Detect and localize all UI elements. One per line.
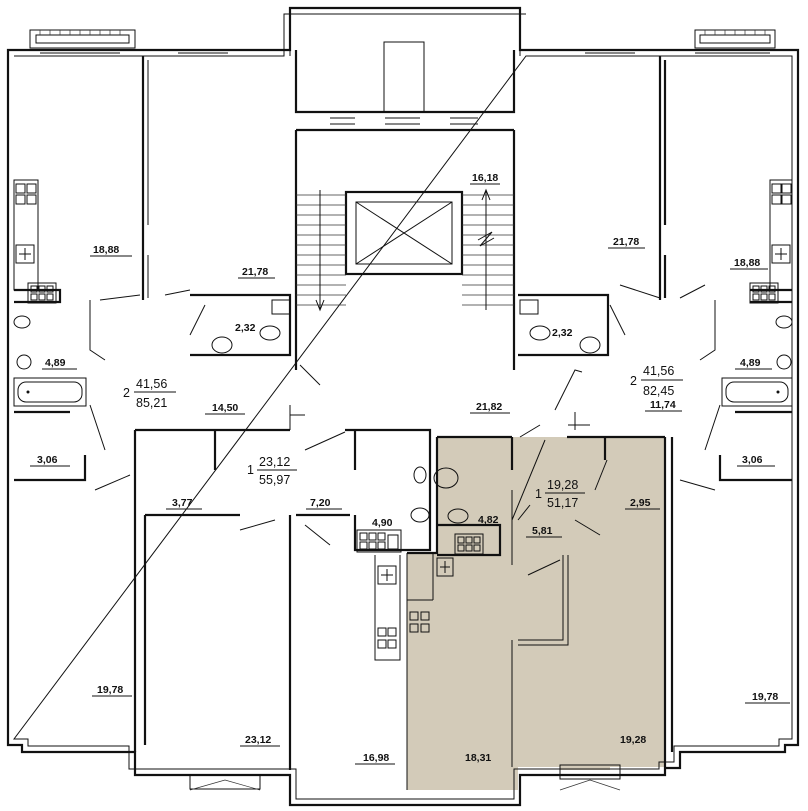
area-label: 2,95 <box>630 497 651 509</box>
apartment-summary-right: 2 41,56 82,45 <box>630 364 683 398</box>
apartment-living-area: 23,12 <box>259 455 290 469</box>
area-label: 21,82 <box>476 401 502 413</box>
apartment-summary-center-left: 1 23,12 55,97 <box>247 455 297 487</box>
apartment-living-area: 41,56 <box>136 377 167 391</box>
right-kitchen <box>749 179 793 304</box>
apartment-total-area: 51,17 <box>547 496 578 510</box>
left-bathroom <box>13 299 291 407</box>
apartment-total-area: 85,21 <box>136 396 167 410</box>
area-label: 4,90 <box>372 517 393 529</box>
area-label: 23,12 <box>245 734 271 746</box>
area-label: 21,78 <box>613 236 639 248</box>
area-label: 14,50 <box>212 402 238 414</box>
area-label: 3,06 <box>742 454 763 466</box>
left-apartment-walls <box>14 56 321 752</box>
area-label: 4,89 <box>45 357 66 369</box>
apartment-living-area: 41,56 <box>643 364 674 378</box>
area-label: 16,98 <box>363 752 389 764</box>
area-label: 2,32 <box>235 322 256 334</box>
apartment-summary-left: 2 41,56 85,21 <box>123 377 176 410</box>
area-label: 3,77 <box>172 497 193 509</box>
area-label: 18,31 <box>465 752 491 764</box>
apartment-total-area: 82,45 <box>643 384 674 398</box>
right-bathroom <box>519 299 793 407</box>
outer-walls <box>6 6 800 807</box>
windows-top <box>40 49 770 125</box>
stair-core <box>294 128 516 370</box>
left-kitchen <box>13 179 57 304</box>
area-label: 4,82 <box>478 514 499 526</box>
apartment-summary-center-right: 1 19,28 51,17 <box>535 478 585 510</box>
area-label: 18,88 <box>734 257 760 269</box>
windows-bottom <box>40 745 770 806</box>
apartment-rooms: 2 <box>123 386 130 400</box>
apartment-rooms: 2 <box>630 374 637 388</box>
area-label: 2,32 <box>552 327 573 339</box>
area-label: 7,20 <box>310 497 331 509</box>
balcony-left <box>29 29 136 49</box>
apartment-total-area: 55,97 <box>259 473 290 487</box>
area-labels: 16,18 18,88 21,78 2,32 4,89 14,50 3,06 3… <box>30 172 790 765</box>
apartment-living-area: 19,28 <box>547 478 578 492</box>
apartment-rooms: 1 <box>535 487 542 501</box>
area-label: 16,18 <box>472 172 498 184</box>
area-label: 11,74 <box>650 399 676 411</box>
center-left-apartment-walls <box>239 428 459 790</box>
area-label: 19,78 <box>752 691 778 703</box>
area-label: 3,06 <box>37 454 58 466</box>
area-label: 5,81 <box>532 525 553 537</box>
area-label: 19,28 <box>620 734 646 746</box>
area-label: 19,78 <box>97 684 123 696</box>
area-label: 4,89 <box>740 357 761 369</box>
right-apartment-walls <box>518 56 792 767</box>
center-right-apartment-walls <box>407 369 665 767</box>
area-label: 18,88 <box>93 244 119 256</box>
area-label: 21,78 <box>242 266 268 278</box>
apartment-rooms: 1 <box>247 463 254 477</box>
balcony-right <box>694 29 776 49</box>
